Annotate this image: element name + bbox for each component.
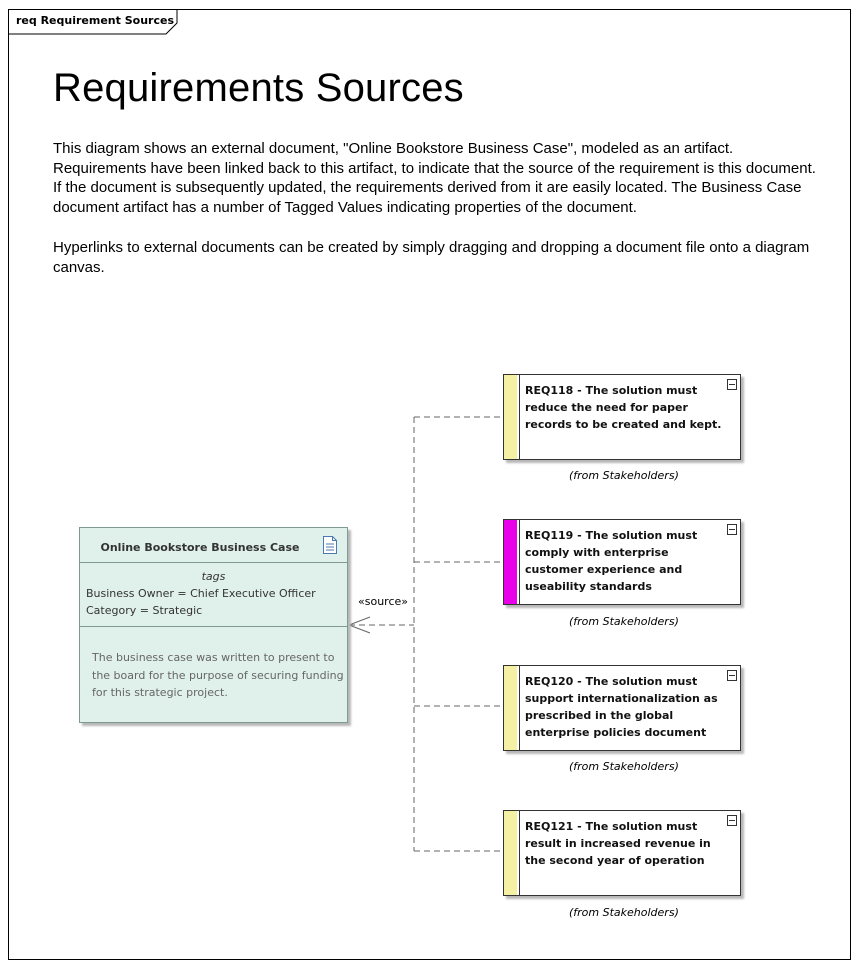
artifact-business-case[interactable]: Online Bookstore Business Case tags Busi… (79, 527, 348, 723)
requirement-bar-divider (519, 375, 520, 459)
artifact-tag-category: Category = Strategic (86, 604, 203, 617)
requirement-icon (727, 379, 737, 390)
requirement-bar-divider (519, 666, 520, 750)
artifact-tags-header: tags (201, 570, 226, 583)
document-icon (323, 536, 337, 554)
requirement-icon (727, 524, 737, 535)
description-paragraph-2: Hyperlinks to external documents can be … (53, 238, 810, 276)
requirement-req120[interactable]: REQ120 - The solution must support inter… (503, 665, 741, 751)
artifact-tag-business-owner: Business Owner = Chief Executive Officer (86, 587, 316, 600)
requirement-bar-divider (519, 520, 520, 604)
requirement-from-label: (from Stakeholders) (569, 469, 679, 482)
requirement-from-label: (from Stakeholders) (569, 615, 679, 628)
description-note: This diagram shows an external document,… (53, 139, 823, 277)
artifact-divider (80, 562, 347, 563)
requirement-text: REQ121 - The solution must result in inc… (525, 820, 711, 867)
requirement-bar-divider (519, 811, 520, 895)
diagram-title: Requirements Sources (53, 66, 464, 110)
artifact-name: Online Bookstore Business Case (100, 541, 300, 554)
requirement-status-bar (504, 520, 517, 604)
requirement-icon (727, 815, 737, 826)
connector-arrowhead (347, 616, 371, 634)
diagram-frame (8, 9, 851, 960)
source-stereotype-label: «source» (358, 595, 408, 608)
requirement-status-bar (504, 375, 517, 459)
requirement-text: REQ118 - The solution must reduce the ne… (525, 384, 722, 431)
requirement-status-bar (504, 811, 517, 895)
requirement-req119[interactable]: REQ119 - The solution must comply with e… (503, 519, 741, 605)
requirement-status-bar (504, 666, 517, 750)
requirement-from-label: (from Stakeholders) (569, 760, 679, 773)
frame-tab (8, 9, 178, 35)
requirement-req118[interactable]: REQ118 - The solution must reduce the ne… (503, 374, 741, 460)
requirement-text: REQ119 - The solution must comply with e… (525, 529, 698, 593)
description-paragraph-1: This diagram shows an external document,… (53, 140, 816, 217)
requirement-icon (727, 670, 737, 681)
requirement-req121[interactable]: REQ121 - The solution must result in inc… (503, 810, 741, 896)
requirement-text: REQ120 - The solution must support inter… (525, 675, 718, 739)
artifact-divider (80, 626, 347, 627)
artifact-note: The business case was written to present… (92, 651, 344, 699)
frame-label: req Requirement Sources (16, 14, 174, 27)
requirement-from-label: (from Stakeholders) (569, 906, 679, 919)
